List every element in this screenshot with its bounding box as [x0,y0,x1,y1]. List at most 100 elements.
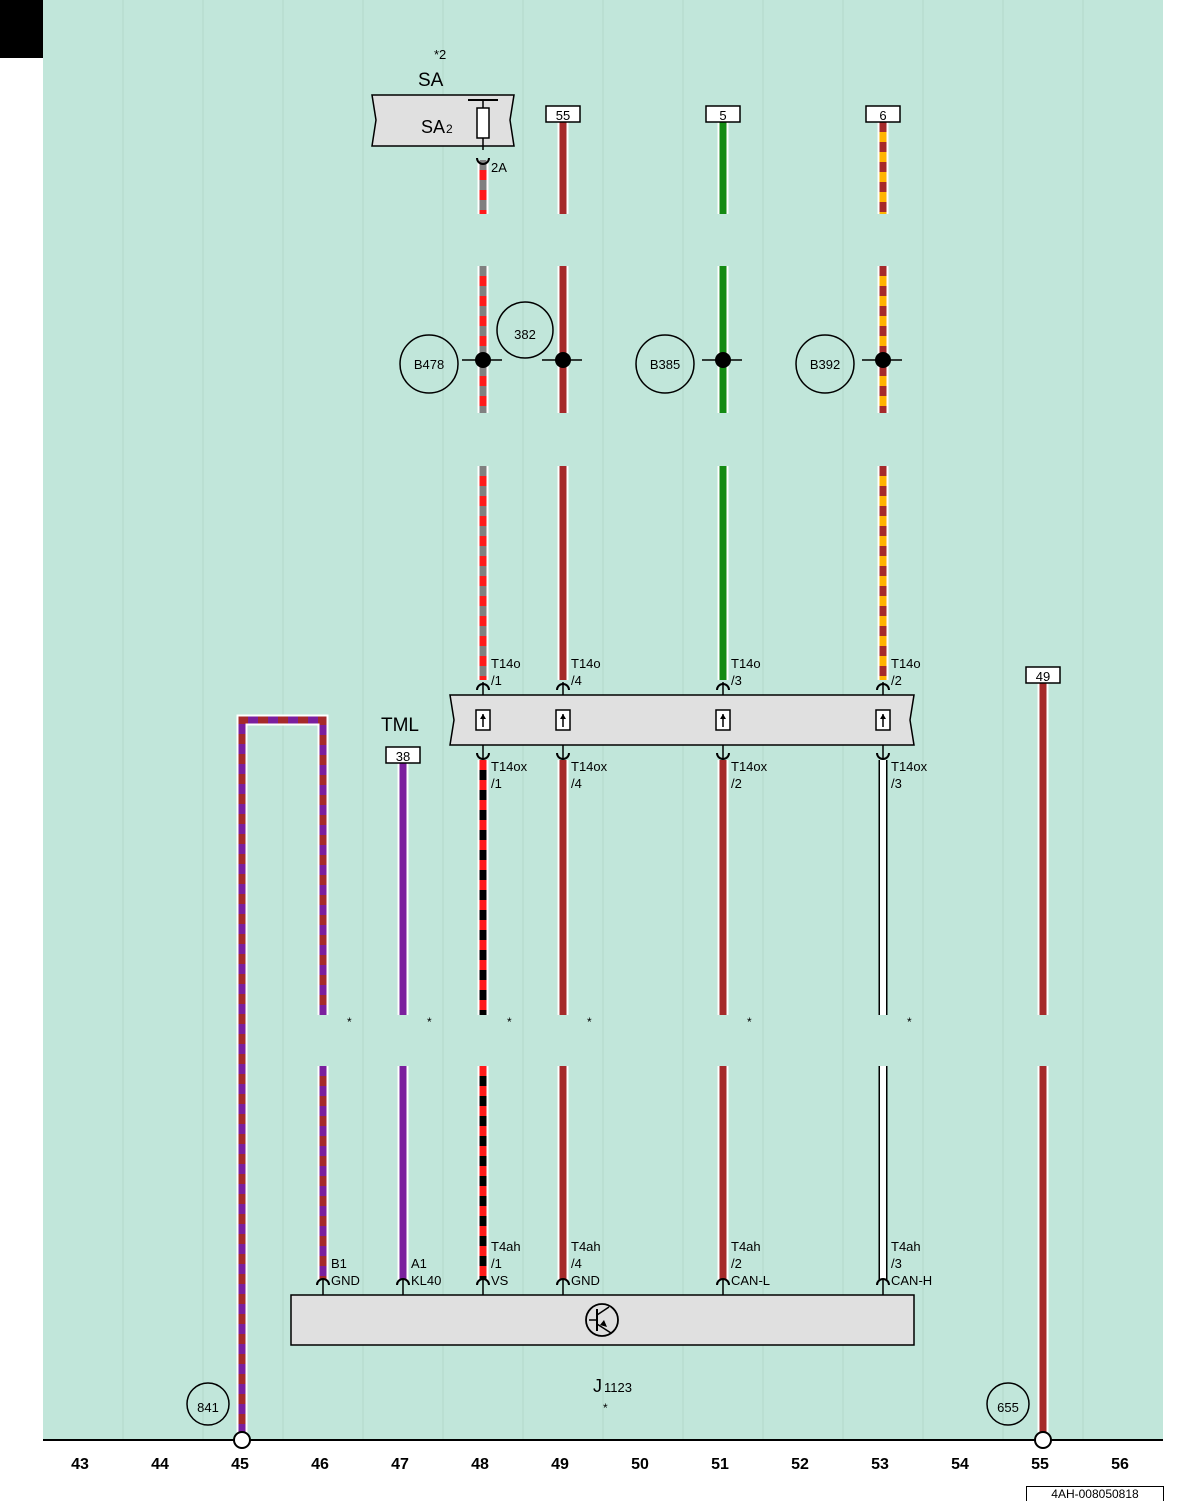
grid-number: 55 [1031,1456,1049,1473]
svg-text:CAN-L: CAN-L [731,1273,770,1288]
fuse-symbol [476,107,490,139]
fuse-box-name: SA [418,70,444,91]
svg-text:*: * [603,1401,608,1415]
fuse-note: *2 [434,47,446,62]
grid-number: 46 [311,1456,329,1473]
module-name: J 1123 * [593,1376,632,1415]
splice-b385: B385 [635,334,742,394]
connector-pin-symbol [555,682,571,760]
connector-symbols [316,157,891,1295]
svg-text:GND: GND [571,1273,600,1288]
inline-connector-body [449,694,915,746]
svg-text:T4ah: T4ah [571,1239,601,1254]
ground-terminal-55 [1034,1431,1052,1449]
svg-text:/3: /3 [891,1256,902,1271]
grid-number: 48 [471,1456,489,1473]
svg-text:/4: /4 [571,673,582,688]
svg-text:B392: B392 [810,357,840,372]
svg-text:T14ox: T14ox [491,759,528,774]
svg-text:T14ox: T14ox [571,759,608,774]
fuse-pin-cap [476,157,490,165]
svg-text:T14o: T14o [571,656,601,671]
grid-number: 49 [551,1456,569,1473]
splice-b478: B478 [399,334,502,394]
grid-number: 56 [1111,1456,1129,1473]
connector-pin-symbol [875,682,891,760]
page-id-label: 4AH-008050818 [1026,1486,1164,1501]
svg-text:49: 49 [1036,669,1050,684]
svg-text:6: 6 [879,108,886,123]
ground-loop-wire [236,714,329,1434]
svg-text:/4: /4 [571,776,582,791]
connector-pin-symbol [475,682,491,760]
grid-number: 51 [711,1456,729,1473]
svg-text:382: 382 [514,327,536,342]
module-j1123-body [290,1294,915,1346]
ref-box-6: 6 [865,105,901,123]
svg-text:B1: B1 [331,1256,347,1271]
svg-text:841: 841 [197,1400,219,1415]
svg-text:VS: VS [491,1273,509,1288]
svg-text:38: 38 [396,749,410,764]
connector-pin-symbol [715,682,731,760]
svg-text:/2: /2 [731,1256,742,1271]
ref-box-38: 38 [385,746,421,764]
splice-382: 382 [496,301,582,368]
svg-text:GND: GND [331,1273,360,1288]
svg-text:655: 655 [997,1400,1019,1415]
grid-number: 47 [391,1456,409,1473]
connector-bottom-labels: T14ox /1 T14ox /4 T14ox /2 T14ox /3 [491,759,928,791]
fuse-label-sub: 2 [446,122,453,136]
module-pin-labels: B1 GND A1 KL40 T4ah /1 VS T4ah /4 GND T4… [331,1239,932,1288]
svg-text:*: * [907,1015,912,1029]
svg-text:A1: A1 [411,1256,427,1271]
svg-text:J: J [593,1376,602,1396]
tml-label: TML [381,715,419,736]
fuse-pin: 2A [491,160,507,175]
grid-number: 45 [231,1456,249,1473]
svg-text:T14o: T14o [731,656,761,671]
svg-text:/1: /1 [491,1256,502,1271]
break-asterisks: * * * * * * [347,1015,912,1029]
fuse-box-sa: *2 SA SA 2 2A [371,47,515,175]
grid-number: 50 [631,1456,649,1473]
svg-text:T14ox: T14ox [891,759,928,774]
wires [236,122,1049,1434]
svg-text:KL40: KL40 [411,1273,441,1288]
connector-top-labels: T14o /1 T14o /4 T14o /3 T14o /2 [491,656,921,688]
svg-text:T14o: T14o [891,656,921,671]
ref-box-49: 49 [1025,666,1061,684]
svg-text:/1: /1 [491,673,502,688]
svg-text:T4ah: T4ah [731,1239,761,1254]
svg-text:B385: B385 [650,357,680,372]
svg-text:*: * [347,1015,352,1029]
grid-number: 44 [151,1456,169,1473]
grid-number: 54 [951,1456,969,1473]
svg-text:CAN-H: CAN-H [891,1273,932,1288]
svg-text:/4: /4 [571,1256,582,1271]
svg-text:/2: /2 [891,673,902,688]
svg-text:T4ah: T4ah [891,1239,921,1254]
svg-text:T14o: T14o [491,656,521,671]
svg-text:/3: /3 [731,673,742,688]
grid-number: 53 [871,1456,889,1473]
svg-text:*: * [587,1015,592,1029]
svg-text:/1: /1 [491,776,502,791]
svg-text:/2: /2 [731,776,742,791]
ref-box-55: 55 [545,105,581,123]
grid-number: 43 [71,1456,89,1473]
svg-text:1123: 1123 [604,1380,632,1395]
svg-text:B478: B478 [414,357,444,372]
splice-b392: B392 [795,334,902,394]
transistor-icon [585,1303,619,1337]
svg-text:*: * [507,1015,512,1029]
ground-terminal-45 [233,1431,251,1449]
fuse-label: SA [421,117,445,137]
ref-box-5: 5 [705,105,741,123]
ref-circle-655: 655 [986,1382,1030,1426]
svg-text:*: * [427,1015,432,1029]
svg-text:5: 5 [719,108,726,123]
svg-text:T4ah: T4ah [491,1239,521,1254]
